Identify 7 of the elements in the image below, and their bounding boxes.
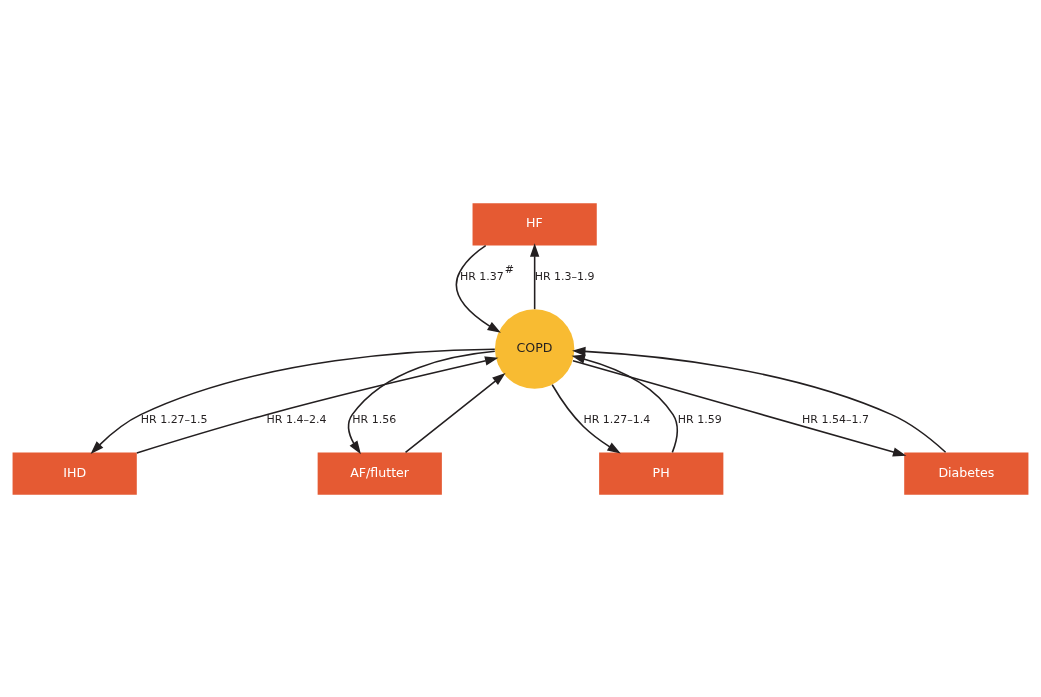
edge-label: HR 1.27–1.4 <box>583 412 651 426</box>
edge-label: HR 1.27–1.5 <box>140 412 208 426</box>
edge-label: HR 1.56 <box>352 412 397 426</box>
edge-label: HR 1.3–1.9 <box>534 269 595 283</box>
edge-label: HR 1.59 <box>677 412 722 426</box>
edge-label: HR 1.54–1.7 <box>801 412 869 426</box>
edge-label: HR 1.4–2.4 <box>266 412 327 426</box>
